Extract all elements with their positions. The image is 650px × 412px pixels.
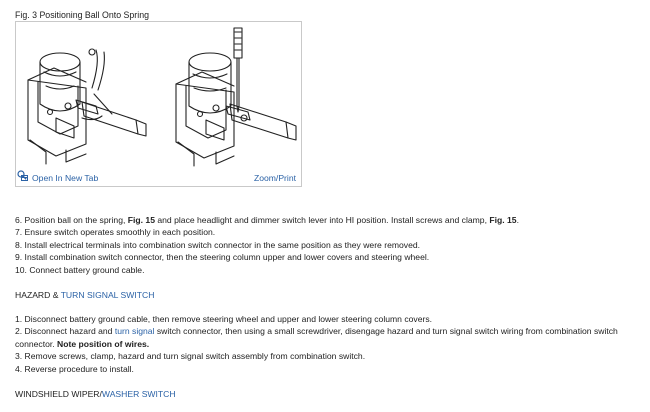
figure-box: Open In New Tab Zoom/Print (15, 21, 302, 187)
step-8: 8. Install electrical terminals into com… (15, 239, 421, 250)
open-in-new-tab-link[interactable]: Open In New Tab (21, 173, 98, 183)
magnifier-icon (17, 170, 27, 180)
step-10: 10. Connect battery ground cable. (15, 264, 145, 275)
step-9: 9. Install combination switch connector,… (15, 252, 430, 263)
section-heading-wiper: WINDSHIELD WIPER/WASHER SWITCH (15, 389, 176, 399)
step-b2: 2. Disconnect hazard and turn signal swi… (15, 326, 618, 349)
steps-list-b: 1. Disconnect battery ground cable, then… (15, 313, 640, 375)
steps-list-a: 6. Position ball on the spring, Fig. 15 … (15, 214, 640, 276)
step-7: 7. Ensure switch operates smoothly in ea… (15, 227, 216, 238)
zoom-print-label: Zoom/Print (253, 172, 296, 183)
turn-signal-switch-link[interactable]: TURN SIGNAL SWITCH (60, 290, 155, 300)
step-6: 6. Position ball on the spring, Fig. 15 … (15, 215, 519, 225)
zoom-print-link[interactable]: Zoom/Print (17, 170, 296, 183)
section-heading-hazard: HAZARD & TURN SIGNAL SWITCH (15, 290, 155, 300)
open-in-new-tab-label: Open In New Tab (32, 172, 99, 183)
step-b1: 1. Disconnect battery ground cable, then… (15, 314, 433, 324)
figure-toolbar: Open In New Tab Zoom/Print (17, 170, 300, 185)
figure-caption: Fig. 3 Positioning Ball Onto Spring (15, 10, 149, 20)
figure-illustration (27, 27, 297, 167)
step-b4: 4. Reverse procedure to install. (15, 363, 134, 374)
step-b3: 3. Remove screws, clamp, hazard and turn… (15, 351, 366, 362)
turn-signal-link[interactable]: turn signal (114, 326, 155, 337)
washer-switch-link[interactable]: WASHER SWITCH (101, 389, 176, 399)
